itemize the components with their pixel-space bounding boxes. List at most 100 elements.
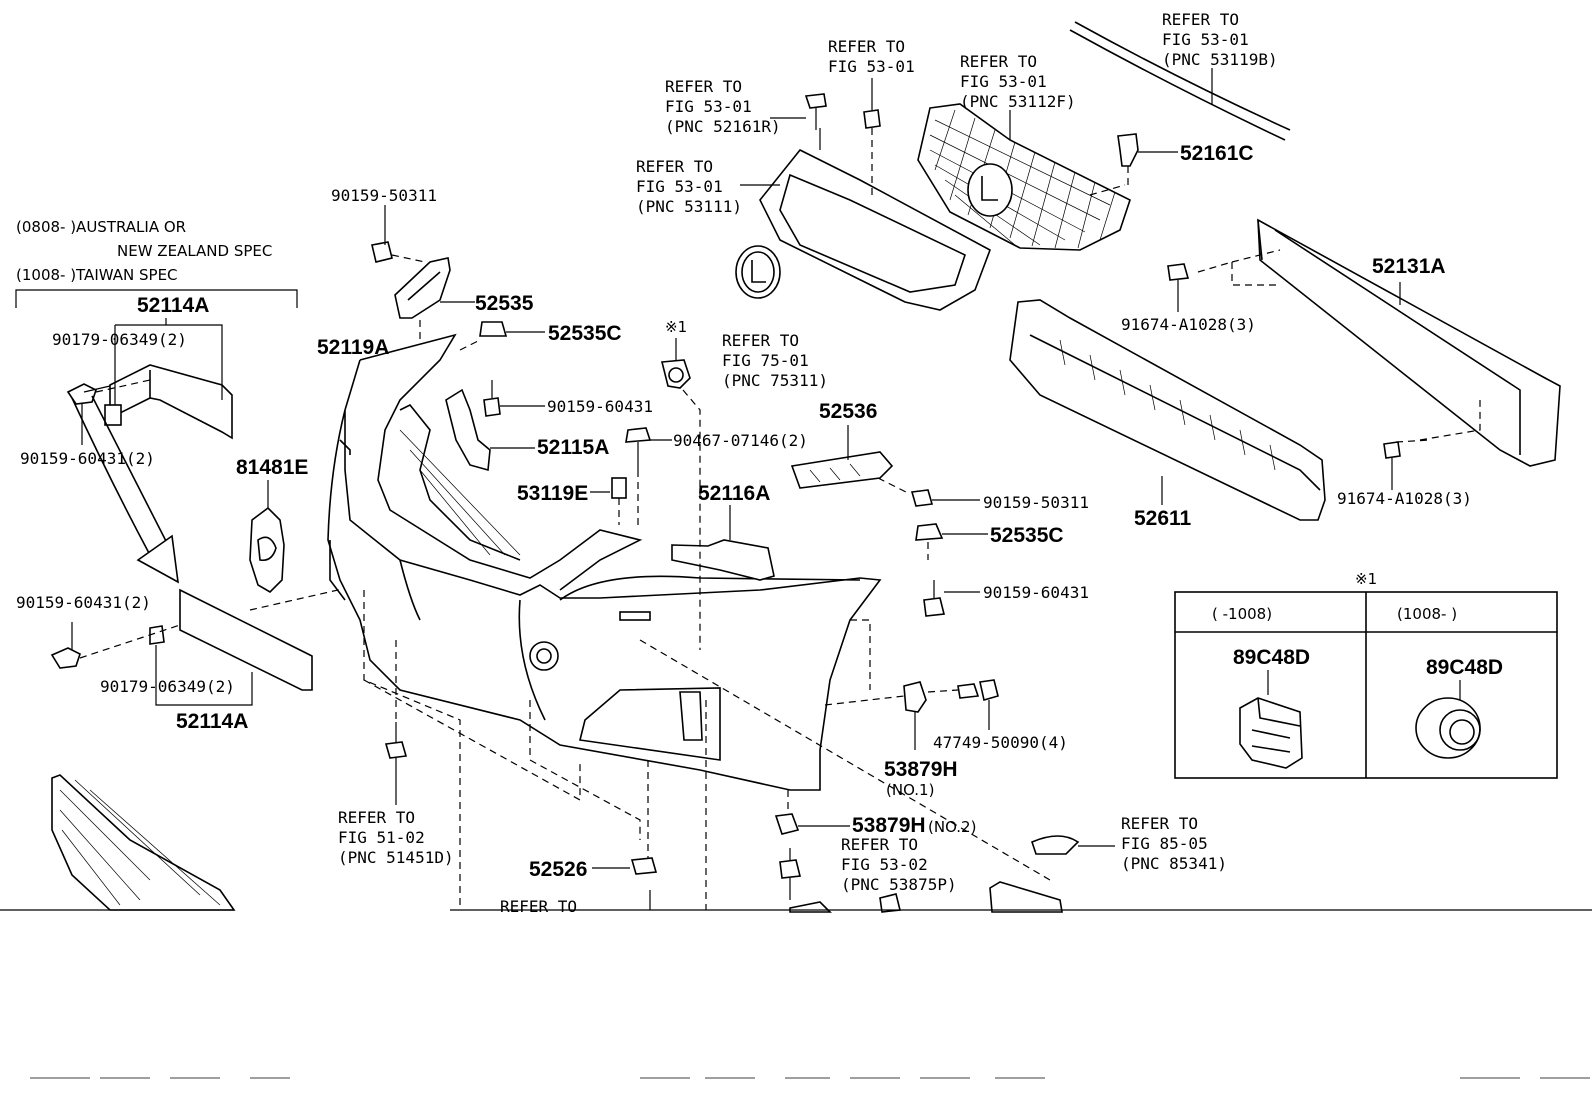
refer-53111: REFER TO FIG 53-01 (PNC 53111) [636,157,742,216]
label-90467: 90467-07146(2) [673,431,808,450]
part-52611 [1009,299,1326,521]
refer-75311: REFER TO FIG 75-01 (PNC 75311) [722,331,828,390]
refer-53119b-l2: FIG 53-01 [1162,30,1249,49]
refer-53119b: REFER TO FIG 53-01 (PNC 53119B) [1162,10,1278,69]
table-col2-part: 89C48D [1426,656,1503,679]
table-col2-header: (1008- ) [1397,605,1457,623]
refer-75311-l3: (PNC 75311) [722,371,828,390]
refer-fig5301-top: REFER TO FIG 53-01 [828,37,915,76]
label-91674-top: 91674-A1028(3) [1121,315,1256,334]
table-col1-header: ( -1008) [1212,605,1272,623]
label-52131a: 52131A [1372,255,1446,278]
label-53119e: 53119E [517,482,588,505]
refer-53112f: REFER TO FIG 53-01 (PNC 53112F) [960,52,1076,111]
spec-note-line1: (0808- )AUSTRALIA OR [16,218,186,236]
refer-75311-l1: REFER TO [722,331,799,350]
label-52116a: 52116A [698,482,770,505]
refer-fig5301-top-l2: FIG 53-01 [828,57,915,76]
lower-grille [51,774,236,911]
label-52535c-right: 52535C [990,524,1064,547]
label-90159-50311-right: 90159-50311 [983,493,1089,512]
refer-85341: REFER TO FIG 85-05 (PNC 85341) [1121,814,1227,873]
label-52161c: 52161C [1180,142,1254,165]
arrow [71,395,179,584]
part-53119e [590,477,627,525]
refer-fig5301-top-l1: REFER TO [828,37,905,56]
label-52114a-bottom: 52114A [176,710,248,733]
variant-table: ※1 ( -1008) (1008- ) 89C48D 89C48D [1174,570,1558,779]
note-mark-table: ※1 [1355,570,1377,588]
refer-85341-l3: (PNC 85341) [1121,854,1227,873]
label-81481e: 81481E [236,456,308,479]
refer-85341-l1: REFER TO [1121,814,1198,833]
part-52161c [1117,133,1178,185]
refer-53111-l2: FIG 53-01 [636,177,723,196]
part-52535 [371,205,475,340]
part-53111-frame [740,78,991,311]
label-52114a-top: 52114A [137,294,209,317]
part-52536 [790,425,911,495]
label-52611: 52611 [1134,507,1192,530]
refer-52161r: REFER TO FIG 53-01 (PNC 52161R) [665,77,781,136]
refer-cut: REFER TO [500,897,577,916]
refer-51451d-l3: (PNC 51451D) [338,848,454,867]
label-90159-60431-mid: 90159-60431 [547,397,653,416]
bumper-cover [327,333,882,791]
part-53112f-grille [917,103,1131,251]
spec-note-line3: (1008- )TAIWAN SPEC [16,266,178,284]
part-note1-sensor [660,338,701,650]
label-90179-top: 90179-06349(2) [52,330,187,349]
label-53879h-2-note: (NO.2) [928,818,976,836]
refer-52161r-l3: (PNC 52161R) [665,117,781,136]
part-90159-60431-right [923,580,980,617]
part-75311-emblem [735,245,781,299]
refer-75311-l2: FIG 75-01 [722,351,809,370]
label-52536: 52536 [819,400,877,423]
part-52131a [1167,218,1561,490]
label-52119a: 52119A [317,336,389,359]
part-53879h-1 [824,679,999,750]
note-mark-top: ※1 [665,318,687,336]
part-52535c-right [915,523,988,560]
refer-53875p-l2: FIG 53-02 [841,855,928,874]
refer-53119b-l1: REFER TO [1162,10,1239,29]
label-91674-bottom: 91674-A1028(3) [1337,489,1472,508]
label-90159-60431-right: 90159-60431 [983,583,1089,602]
label-52535: 52535 [475,292,534,315]
refer-51451d-l2: FIG 51-02 [338,828,425,847]
refer-53112f-l3: (PNC 53112F) [960,92,1076,111]
label-52526: 52526 [529,858,587,881]
label-47749: 47749-50090(4) [933,733,1068,752]
plate-bracket-upper [66,324,233,445]
part-52526 [592,760,658,910]
label-53879h-1: 53879H [884,758,958,781]
part-90467 [625,427,672,530]
label-90159-60431-2-bottom: 90159-60431(2) [16,593,151,612]
part-51451d-bolt [384,640,408,805]
refer-52161r-l1: REFER TO [665,77,742,96]
part-90159-60431-mid [483,380,545,417]
label-53879h-1-note: (NO.1) [886,781,934,799]
label-90159-50311-top: 90159-50311 [331,186,437,205]
spec-note: (0808- )AUSTRALIA OR NEW ZEALAND SPEC (1… [15,218,298,308]
refer-85341-l2: FIG 85-05 [1121,834,1208,853]
part-53119b-moulding [1069,21,1291,141]
label-53879h-2: 53879H [852,814,926,837]
refer-53112f-l1: REFER TO [960,52,1037,71]
refer-51451d-l1: REFER TO [338,808,415,827]
refer-53875p-l3: (PNC 53875P) [841,875,957,894]
refer-53112f-l2: FIG 53-01 [960,72,1047,91]
part-81481e [249,480,285,594]
part-90159-50311-right [910,489,980,507]
part-85341 [639,639,1115,881]
bottom-fragments [0,881,1592,913]
table-col1-part: 89C48D [1233,646,1310,669]
part-53879h-2 [774,790,850,900]
label-52535c-top: 52535C [548,322,622,345]
refer-53875p-l1: REFER TO [841,835,918,854]
dashed-guides [363,590,871,910]
refer-53119b-l3: (PNC 53119B) [1162,50,1278,69]
refer-53875p: REFER TO FIG 53-02 (PNC 53875P) [841,835,957,894]
part-52115a [445,388,535,472]
